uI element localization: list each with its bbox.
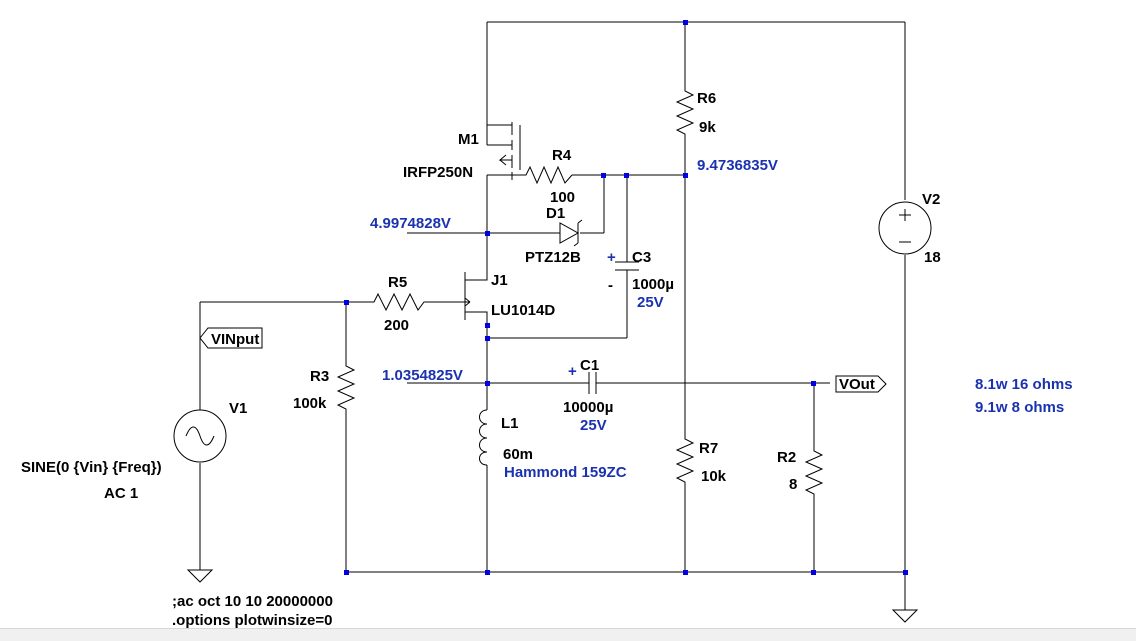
vinput-net-label: VINput (211, 331, 259, 348)
r3-name: R3 (310, 368, 329, 385)
vout-net-label: VOut (839, 376, 875, 393)
r3-resistor-symbol (336, 360, 356, 415)
v1-name: V1 (229, 400, 247, 417)
c3-capacitor-symbol (615, 261, 639, 271)
power-note-16-ohms: 8.1w 16 ohms (975, 376, 1073, 393)
c1-rating: 25V (580, 417, 607, 434)
d1-zener-symbol (559, 219, 583, 247)
r6-resistor-symbol (675, 85, 695, 140)
mid-node-voltage: 9.4736835V (697, 157, 778, 174)
r4-name: R4 (552, 147, 572, 164)
c3-rating: 25V (637, 294, 664, 311)
v2-dc-source-symbol (878, 201, 932, 255)
r2-name: R2 (777, 449, 796, 466)
l1-part: Hammond 159ZC (504, 464, 627, 481)
c1-name: C1 (580, 357, 599, 374)
v1-ac-spec: AC 1 (104, 485, 138, 502)
r6-name: R6 (697, 90, 716, 107)
c3-minus-sign: - (608, 277, 613, 294)
c3-value: 1000µ (632, 276, 674, 293)
d1-name: D1 (546, 205, 565, 222)
c3-plus-sign: + (607, 249, 616, 266)
r5-name: R5 (388, 274, 407, 291)
m1-mosfet-symbol (487, 122, 521, 180)
r3-value: 100k (293, 395, 327, 412)
r5-resistor-symbol (368, 292, 430, 312)
m1-model: IRFP250N (403, 164, 473, 181)
r7-resistor-symbol (675, 433, 695, 490)
m1-name: M1 (458, 131, 479, 148)
v2-value: 18 (924, 249, 941, 266)
output-node-voltage: 1.0354825V (382, 367, 463, 384)
net-label-flags (199, 327, 887, 393)
l1-inductor-symbol (479, 409, 488, 466)
r7-value: 10k (701, 468, 727, 485)
c1-plus-sign: + (568, 363, 577, 380)
v1-ac-source-symbol (173, 409, 227, 463)
r4-resistor-symbol (520, 165, 573, 185)
gate-node-voltage: 4.9974828V (370, 215, 451, 232)
r2-resistor-symbol (804, 445, 824, 495)
j1-model: LU1014D (491, 302, 555, 319)
l1-name: L1 (501, 415, 519, 432)
ac-directive: ;ac oct 10 10 20000000 (172, 593, 333, 610)
j1-jfet-symbol (464, 262, 488, 320)
c1-capacitor-symbol (588, 372, 597, 394)
bottom-scroll-strip (0, 628, 1136, 641)
r7-name: R7 (699, 440, 718, 457)
r4-value: 100 (550, 189, 575, 206)
r5-value: 200 (384, 317, 409, 334)
ground-symbols (186, 569, 919, 623)
c1-value: 10000µ (563, 399, 613, 416)
r6-value: 9k (699, 119, 716, 136)
v1-source-spec: SINE(0 {Vin} {Freq}) (21, 459, 162, 476)
power-note-8-ohms: 9.1w 8 ohms (975, 399, 1064, 416)
d1-model: PTZ12B (525, 249, 581, 266)
l1-value: 60m (503, 446, 533, 463)
options-directive: .options plotwinsize=0 (172, 612, 332, 629)
c3-name: C3 (632, 249, 651, 266)
v2-name: V2 (922, 191, 940, 208)
r2-value: 8 (789, 476, 797, 493)
junction-dots (344, 20, 908, 575)
j1-name: J1 (491, 272, 508, 289)
